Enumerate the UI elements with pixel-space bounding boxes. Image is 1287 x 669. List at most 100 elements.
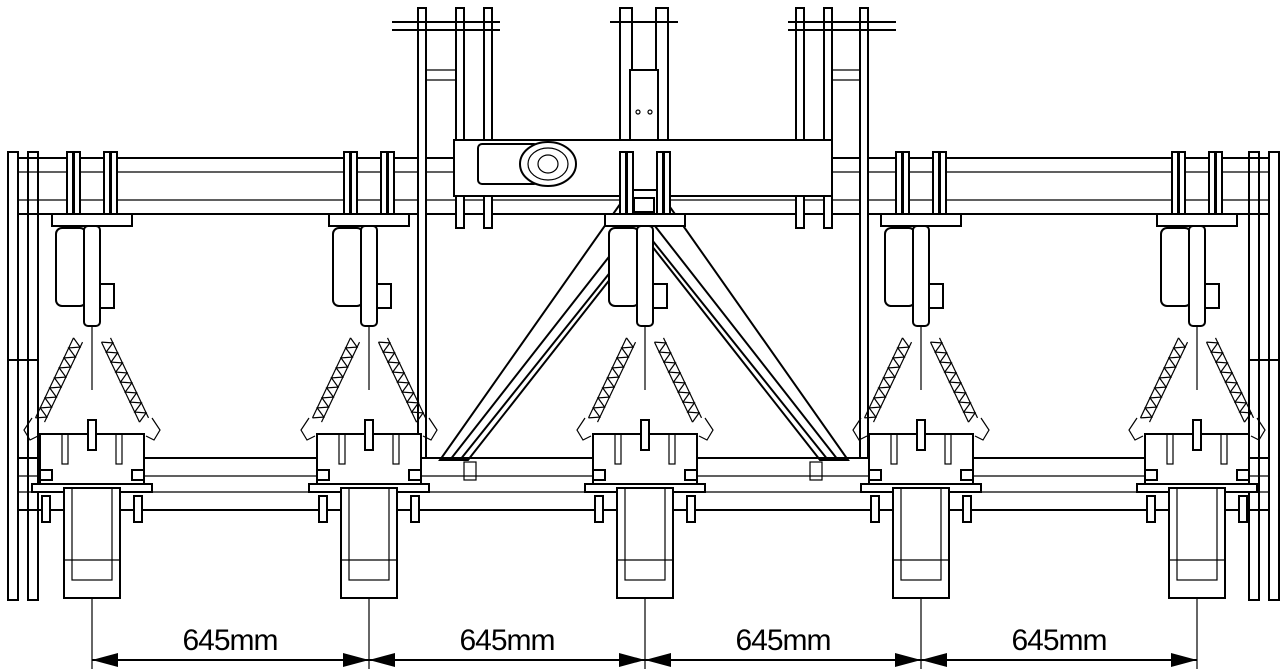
dimension-label-2: 645mm [459,624,554,657]
dim-arrow-2r [619,653,645,667]
pivot-housing [332,227,364,307]
bolt-head [39,469,53,481]
bolt-shank [410,495,420,523]
bracket-stud [392,433,400,465]
tine-unit-3 [576,151,714,599]
dimension-label-3: 645mm [735,624,830,657]
pivot-housing [1160,227,1192,307]
pivot-block [376,283,392,309]
pivot-arm [360,225,378,327]
tine-foot-inner [1176,487,1218,581]
spring-hook [1128,417,1144,441]
dim-arrow-3l [645,653,671,667]
pivot-block [99,283,115,309]
bolt-shank [870,495,880,523]
pivot-housing [55,227,87,307]
pivot-arm [1188,225,1206,327]
spring-2 [587,337,637,423]
bracket-stud [1192,419,1202,451]
spacing-dimensions: 645mm 645mm 645mm 645mm [91,598,1198,669]
clamp-plate [51,213,133,227]
spring-hook [974,417,990,441]
tine-unit-2 [300,151,438,599]
clamp-plate [328,213,410,227]
roller-housing [453,139,833,197]
pivot-arm [912,225,930,327]
left-end-frame [7,151,39,601]
clamp-plate [604,213,686,227]
bracket-stud [115,433,123,465]
bolt-shank [686,495,696,523]
spring-1 [311,337,361,423]
spring-1 [377,337,427,423]
dim-arrow-1l [92,653,118,667]
spring-4 [1205,337,1255,423]
bolt-shank [133,495,143,523]
bracket-stud [364,419,374,451]
tine-foot-inner [900,487,942,581]
tine-units [23,151,1266,599]
bolt-head [408,469,422,481]
pivot-block [652,283,668,309]
spring-hook [576,417,592,441]
bolt-head [868,469,882,481]
bolt-shank [962,495,972,523]
spring-3 [863,337,913,423]
bracket-stud [890,433,898,465]
tine-unit-4 [852,151,990,599]
tine-unit-5 [1128,151,1266,599]
spring-0 [100,337,150,423]
tine-foot-inner [348,487,390,581]
bracket-stud [338,433,346,465]
bracket-stud [614,433,622,465]
spring-2 [653,337,703,423]
bracket-stud [944,433,952,465]
bolt-shank [594,495,604,523]
pivot-block [928,283,944,309]
spring-hook [852,417,868,441]
pivot-block [1204,283,1220,309]
spring-3 [929,337,979,423]
pivot-arm [636,225,654,327]
bolt-shank [1238,495,1248,523]
spring-hook [422,417,438,441]
clamp-plate [880,213,962,227]
tine-foot-inner [71,487,113,581]
clamp-plate [1156,213,1238,227]
bolt-head [1236,469,1250,481]
spring-hook [698,417,714,441]
bracket-stud [916,419,926,451]
dim-arrow-4l [921,653,947,667]
left-hitch-plates [392,7,500,459]
bolt-head [1144,469,1158,481]
bolt-head [684,469,698,481]
dim-arrow-1r [343,653,369,667]
bracket-stud [668,433,676,465]
pivot-arm [83,225,101,327]
bracket-stud [87,419,97,451]
right-end-frame [1248,151,1280,601]
spring-hook [1250,417,1266,441]
bracket-stud [1220,433,1228,465]
spring-hook [300,417,316,441]
bolt-head [131,469,145,481]
spring-4 [1139,337,1189,423]
bracket-stud [640,419,650,451]
bracket-stud [61,433,69,465]
spring-hook [145,417,161,441]
dim-arrow-4r [1171,653,1197,667]
spring-hook [23,417,39,441]
pivot-housing [884,227,916,307]
pivot-housing [608,227,640,307]
bolt-head [960,469,974,481]
right-hitch-plates [788,7,896,459]
dim-arrow-3r [895,653,921,667]
bolt-shank [41,495,51,523]
dimension-label-1: 645mm [182,624,277,657]
bolt-head [592,469,606,481]
tine-foot-inner [624,487,666,581]
spring-0 [34,337,84,423]
bolt-shank [1146,495,1156,523]
dimension-label-4: 645mm [1011,624,1106,657]
